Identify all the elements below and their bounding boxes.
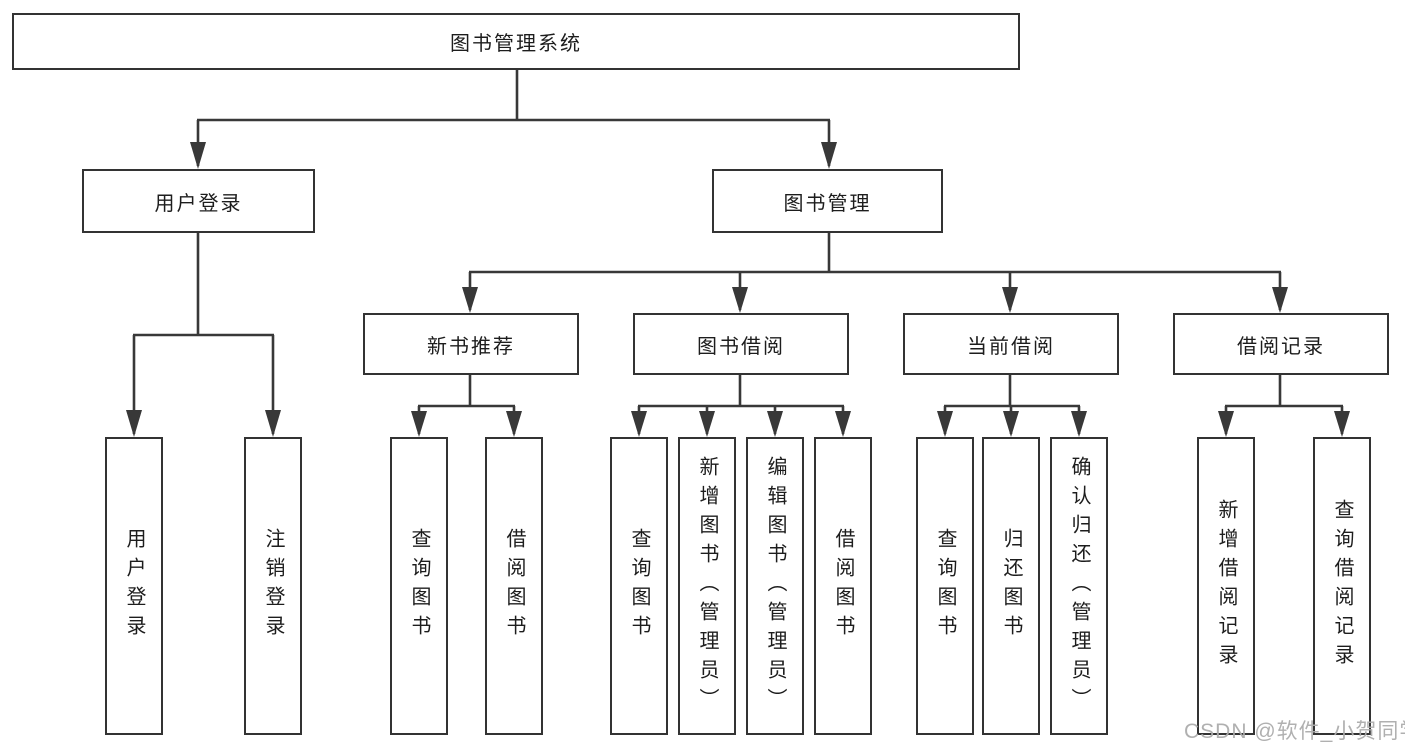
- leaf-borrow-books-borrow: 借阅图书: [814, 437, 872, 735]
- leaf-borrow-books-recommend: 借阅图书: [485, 437, 543, 735]
- node-user-login: 用户登录: [82, 169, 315, 233]
- arrow-down-icon: [835, 411, 851, 437]
- connector-borrow-records-branch: [1218, 375, 1350, 437]
- node-book-borrow-label: 图书借阅: [697, 335, 785, 358]
- connector-root-to-level2: [190, 70, 837, 169]
- leaf-query-books-current: 查询图书: [916, 437, 974, 735]
- arrow-down-icon: [699, 411, 715, 437]
- arrow-down-icon: [462, 287, 478, 313]
- leaf-edit-book-admin: 编辑图书（管理员）: [746, 437, 804, 735]
- leaf-query-books-recommend-label: 查询图书: [408, 528, 430, 644]
- leaf-borrow-books-borrow-label: 借阅图书: [832, 528, 854, 644]
- leaf-add-borrow-record: 新增借阅记录: [1197, 437, 1255, 735]
- leaf-query-books-recommend: 查询图书: [390, 437, 448, 735]
- leaf-logout: 注销登录: [244, 437, 302, 735]
- leaf-query-books-borrow-label: 查询图书: [628, 528, 650, 644]
- leaf-return-book: 归还图书: [982, 437, 1040, 735]
- arrow-down-icon: [1334, 411, 1350, 437]
- node-borrow-records-label: 借阅记录: [1237, 335, 1325, 358]
- arrow-down-icon: [821, 142, 837, 169]
- arrow-down-icon: [190, 142, 206, 169]
- leaf-confirm-return-admin: 确认归还（管理员）: [1050, 437, 1108, 735]
- leaf-add-book-admin-label: 新增图书（管理员）: [696, 455, 718, 717]
- leaf-query-borrow-record: 查询借阅记录: [1313, 437, 1371, 735]
- arrow-down-icon: [1272, 287, 1288, 313]
- leaf-return-book-label: 归还图书: [1000, 528, 1022, 644]
- leaf-confirm-return-admin-label: 确认归还（管理员）: [1068, 455, 1090, 717]
- csdn-watermark: CSDN @软件_小贺同学: [1184, 720, 1405, 743]
- leaf-query-books-current-label: 查询图书: [934, 528, 956, 644]
- arrow-down-icon: [937, 411, 953, 437]
- leaf-user-login-label: 用户登录: [123, 528, 145, 644]
- leaf-edit-book-admin-label: 编辑图书（管理员）: [764, 455, 786, 717]
- node-root-label: 图书管理系统: [450, 33, 582, 55]
- arrow-down-icon: [1218, 411, 1234, 437]
- arrow-down-icon: [631, 411, 647, 437]
- leaf-query-borrow-record-label: 查询借阅记录: [1331, 499, 1353, 673]
- arrow-down-icon: [732, 287, 748, 313]
- node-book-management-label: 图书管理: [783, 192, 872, 215]
- leaf-user-login: 用户登录: [105, 437, 163, 735]
- connector-book-borrow-branch: [631, 375, 851, 437]
- leaf-add-book-admin: 新增图书（管理员）: [678, 437, 736, 735]
- connector-book-management-branch: [462, 233, 1288, 313]
- node-user-login-label: 用户登录: [154, 192, 243, 215]
- node-book-management: 图书管理: [712, 169, 943, 233]
- connector-current-borrow-branch: [937, 375, 1087, 437]
- connector-user-login-branch: [126, 233, 281, 437]
- leaf-borrow-books-recommend-label: 借阅图书: [503, 528, 525, 644]
- node-new-book-recommend: 新书推荐: [363, 313, 579, 375]
- node-root: 图书管理系统: [12, 13, 1020, 70]
- node-new-book-recommend-label: 新书推荐: [427, 335, 515, 358]
- connector-new-book-recommend-branch: [411, 375, 522, 437]
- leaf-logout-label: 注销登录: [262, 528, 284, 644]
- arrow-down-icon: [1002, 287, 1018, 313]
- arrow-down-icon: [1003, 411, 1019, 437]
- node-borrow-records: 借阅记录: [1173, 313, 1389, 375]
- arrow-down-icon: [767, 411, 783, 437]
- leaf-add-borrow-record-label: 新增借阅记录: [1215, 499, 1237, 673]
- node-book-borrow: 图书借阅: [633, 313, 849, 375]
- arrow-down-icon: [265, 410, 281, 437]
- node-current-borrow-label: 当前借阅: [967, 335, 1055, 358]
- node-current-borrow: 当前借阅: [903, 313, 1119, 375]
- arrow-down-icon: [506, 411, 522, 437]
- arrow-down-icon: [411, 411, 427, 437]
- arrow-down-icon: [1071, 411, 1087, 437]
- arrow-down-icon: [126, 410, 142, 437]
- leaf-query-books-borrow: 查询图书: [610, 437, 668, 735]
